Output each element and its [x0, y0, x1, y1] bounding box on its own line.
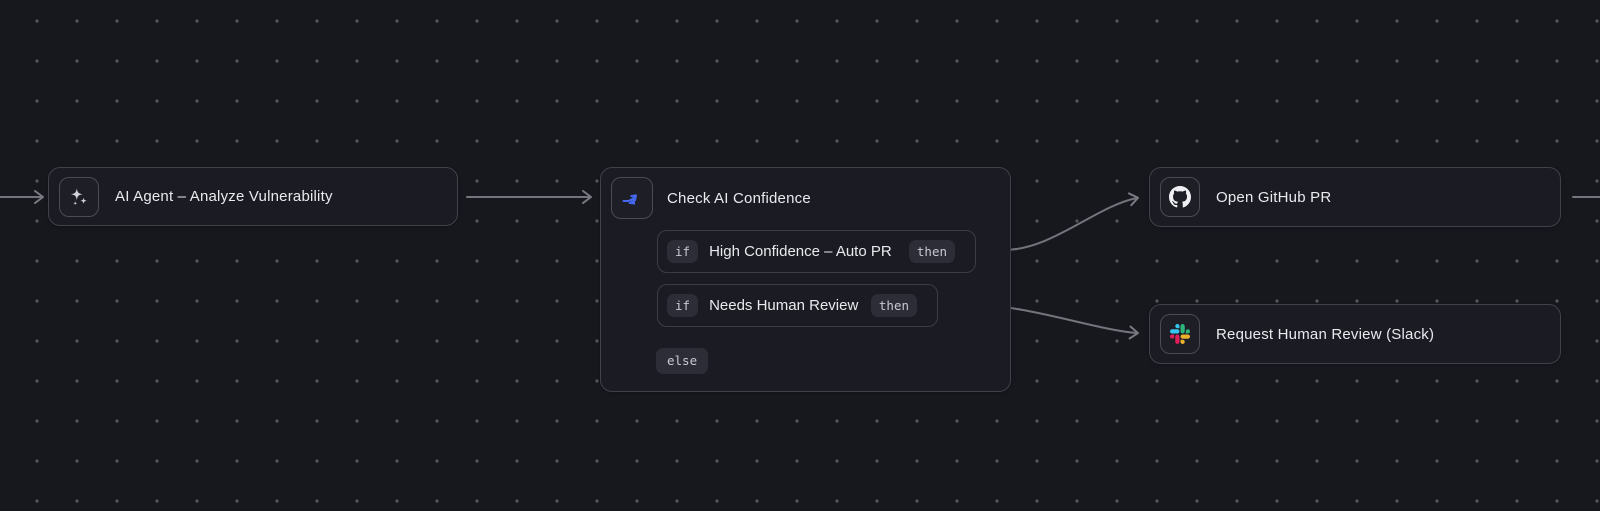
node-check-ai-confidence[interactable]: Check AI Confidence if High Confidence –… [600, 167, 1011, 392]
node-ai-agent[interactable]: AI Agent – Analyze Vulnerability [48, 167, 458, 226]
node-request-human-review-slack[interactable]: Request Human Review (Slack) [1149, 304, 1561, 364]
branch-high-confidence-label: High Confidence – Auto PR [709, 243, 892, 260]
branch-high-confidence[interactable]: if High Confidence – Auto PR then [657, 230, 976, 273]
branch-needs-human-review[interactable]: if Needs Human Review then [657, 284, 938, 327]
github-icon-box [1160, 177, 1200, 217]
check-node-header: Check AI Confidence [611, 177, 811, 219]
node-ai-agent-label: AI Agent – Analyze Vulnerability [115, 188, 333, 205]
if-keyword-badge: if [667, 293, 699, 318]
then-badge: then [908, 239, 955, 264]
if-keyword-badge: if [667, 239, 699, 264]
else-badge[interactable]: else [656, 348, 709, 374]
github-icon [1169, 186, 1191, 208]
then-badge: then [870, 293, 917, 318]
slack-icon [1170, 324, 1190, 344]
node-check-label: Check AI Confidence [667, 189, 811, 207]
connector-then1-to-github [975, 192, 1139, 251]
branch-split-icon-box [611, 177, 653, 219]
sparkles-icon-box [59, 176, 99, 217]
branch-split-icon [622, 194, 637, 205]
branch-needs-review-label: Needs Human Review [709, 297, 859, 314]
sparkles-icon [70, 187, 87, 205]
node-slack-label: Request Human Review (Slack) [1216, 325, 1435, 343]
node-open-github-pr[interactable]: Open GitHub PR [1149, 167, 1561, 227]
node-github-label: Open GitHub PR [1216, 188, 1332, 206]
slack-icon-box [1160, 314, 1200, 354]
